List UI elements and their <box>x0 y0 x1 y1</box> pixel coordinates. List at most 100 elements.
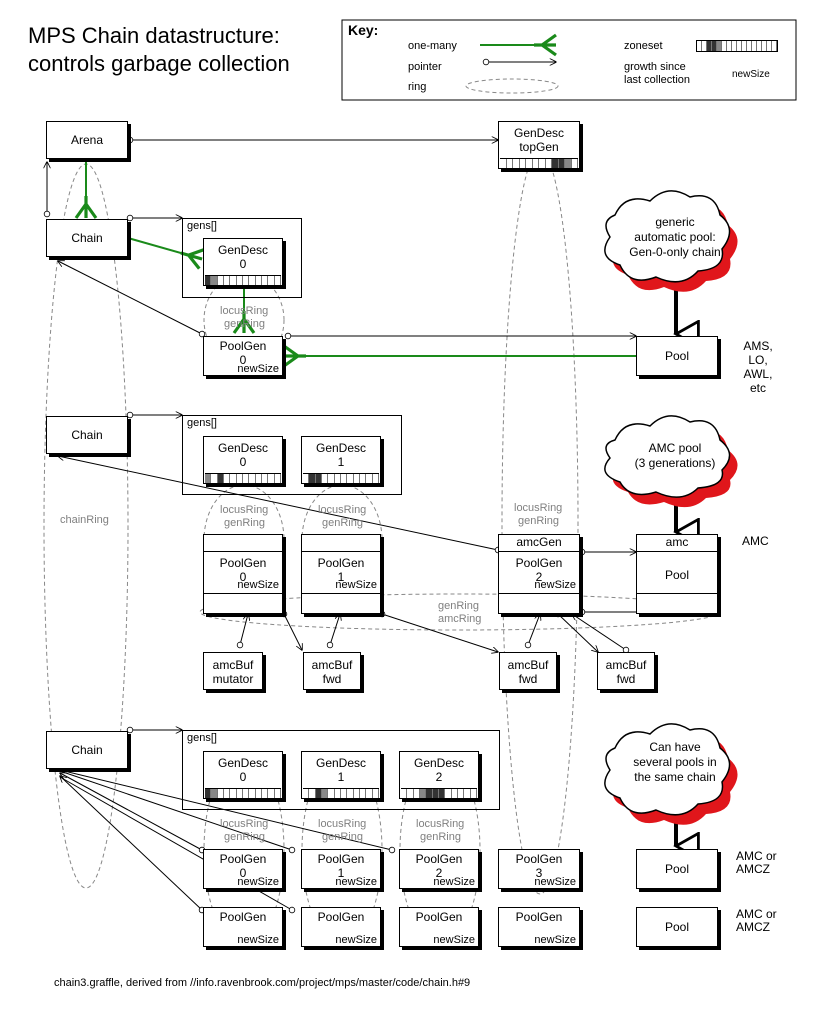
gen-ring-label: genRing <box>224 517 265 529</box>
pool-kinds-1: AMS, LO, AWL, etc <box>738 339 778 395</box>
cloud-amc <box>604 415 738 508</box>
arena-label: Arena <box>70 133 104 147</box>
poolgen-index: 0 <box>239 570 247 584</box>
page-title: MPS Chain datastructure: controls garbag… <box>28 22 290 78</box>
amcbuf-box-fwd-1: amcBuf fwd <box>303 652 361 690</box>
gen-ring-label-1: genRing <box>224 318 265 330</box>
amcgen-label: amcGen <box>516 535 562 549</box>
cloud-line: Gen-0-only chain <box>629 245 721 259</box>
key-zoneset-label: zoneset <box>624 40 663 52</box>
poolgen-name: PoolGen <box>515 852 563 866</box>
cloud-line: AMC pool <box>648 441 702 455</box>
cloud-line: automatic pool: <box>634 230 716 244</box>
key-newsize-label: newSize <box>732 69 770 80</box>
gendesc-index: 1 <box>337 770 345 784</box>
title-line-2: controls garbage collection <box>28 51 290 76</box>
poolgen-name: PoolGen <box>415 910 463 924</box>
key-zoneset-swatch <box>696 40 778 52</box>
locus-ring-label: locusRing <box>318 818 367 830</box>
pool-kind: AWL, <box>743 367 773 381</box>
poolgen-newsize: newSize <box>335 579 377 591</box>
poolgen-box-3-1: PoolGen 1 newSize <box>301 849 381 889</box>
pool-box-3b: Pool <box>636 907 718 947</box>
poolgen-index: 2 <box>535 570 543 584</box>
cloud-line: (3 generations) <box>634 456 716 470</box>
gendesc-name: GenDesc <box>413 756 465 770</box>
footer-source: chain3.graffle, derived from //info.rave… <box>54 977 471 989</box>
amc-kind-label: AMC <box>742 534 769 548</box>
cloud-several <box>604 723 738 825</box>
chain-box-1: Chain <box>46 219 128 257</box>
key-one-many-label: one-many <box>408 40 457 52</box>
gendesc-box-2-0: GenDesc 0 <box>203 436 283 484</box>
amcbuf-name: amcBuf <box>311 658 353 672</box>
poolgen-newsize: newSize <box>237 579 279 591</box>
amcbuf-name: amcBuf <box>212 658 254 672</box>
topgen-box: GenDesc topGen <box>498 121 580 169</box>
amcbuf-role: fwd <box>322 672 342 686</box>
pool-label-3a: Pool <box>664 862 690 876</box>
poolgen-newsize: newSize <box>534 579 576 591</box>
poolgen-index: 1 <box>337 866 345 880</box>
gendesc-name: GenDesc <box>217 243 269 257</box>
gendesc-box-3-0: GenDesc 0 <box>203 751 283 799</box>
pool-kind-3b: AMC or AMCZ <box>736 908 777 934</box>
gens-frame-1: gens[] <box>182 218 302 298</box>
pool-box-1: Pool <box>636 336 718 376</box>
poolgen-box-4-2: PoolGen newSize <box>399 907 479 947</box>
chain-label-1: Chain <box>71 231 103 245</box>
poolgen-newsize: newSize <box>534 934 576 946</box>
key-growth-line-1: growth since <box>624 61 686 73</box>
gendesc-index: 1 <box>337 455 345 469</box>
cloud-text-several: Can have several pools in the same chain <box>620 740 730 785</box>
gendesc-index: 0 <box>239 455 247 469</box>
gendesc-index: 0 <box>239 770 247 784</box>
pool-label-3b: Pool <box>664 920 690 934</box>
amc-ring-label: amcRing <box>438 613 482 625</box>
amcbuf-box-mutator: amcBuf mutator <box>203 652 263 690</box>
pool-label-1: Pool <box>664 349 690 363</box>
poolgen-index: 0 <box>239 353 247 367</box>
pool-kind-line: AMCZ <box>736 862 770 876</box>
title-line-1: MPS Chain datastructure: <box>28 23 280 48</box>
poolgen-newsize: newSize <box>237 363 279 375</box>
poolgen-newsize: newSize <box>433 934 475 946</box>
gendesc-name: GenDesc <box>315 756 367 770</box>
gendesc-box-2-1: GenDesc 1 <box>301 436 381 484</box>
locus-ring-label: locusRing <box>514 502 563 514</box>
key-ring-shape <box>465 78 559 94</box>
cloud-text-generic: generic automatic pool: Gen-0-only chain <box>620 215 730 260</box>
locus-ring-label: locusRing <box>220 818 269 830</box>
topgen-name: GenDesc <box>513 126 565 140</box>
gen-ring-label: genRing <box>518 515 559 527</box>
poolgen-name: PoolGen <box>219 556 267 570</box>
pool-kind-line: AMC or <box>736 849 777 863</box>
poolgen-index: 0 <box>239 866 247 880</box>
cloud-line: several pools in <box>633 755 717 769</box>
poolgen-name: PoolGen <box>515 556 563 570</box>
poolgen-newsize: newSize <box>237 876 279 888</box>
gendesc-box-3-1: GenDesc 1 <box>301 751 381 799</box>
pool-kind: AMS, <box>743 339 773 353</box>
gens-label-2: gens[] <box>187 417 217 429</box>
locus-ring-label-1: locusRing <box>220 305 269 317</box>
pool-box-3a: Pool <box>636 849 718 889</box>
poolgen-name: PoolGen <box>219 339 267 353</box>
amcbuf-name: amcBuf <box>507 658 549 672</box>
key-heading: Key: <box>348 22 379 38</box>
cloud-generic <box>604 190 738 292</box>
poolgen-name: PoolGen <box>317 556 365 570</box>
poolgen-box-3-2: PoolGen 2 newSize <box>399 849 479 889</box>
gendesc-index: 0 <box>239 257 247 271</box>
chain-box-2: Chain <box>46 416 128 454</box>
key-ring-label: ring <box>408 81 427 93</box>
gen-ring-label: genRing <box>322 831 363 843</box>
pool-kind-line: AMCZ <box>736 920 770 934</box>
gens-label-3: gens[] <box>187 732 217 744</box>
chain-box-3: Chain <box>46 731 128 769</box>
gen-ring-label: genRing <box>224 831 265 843</box>
poolgen-newsize: newSize <box>433 876 475 888</box>
poolgen-newsize: newSize <box>534 876 576 888</box>
amcbuf-name: amcBuf <box>605 658 647 672</box>
gendesc-name: GenDesc <box>315 441 367 455</box>
